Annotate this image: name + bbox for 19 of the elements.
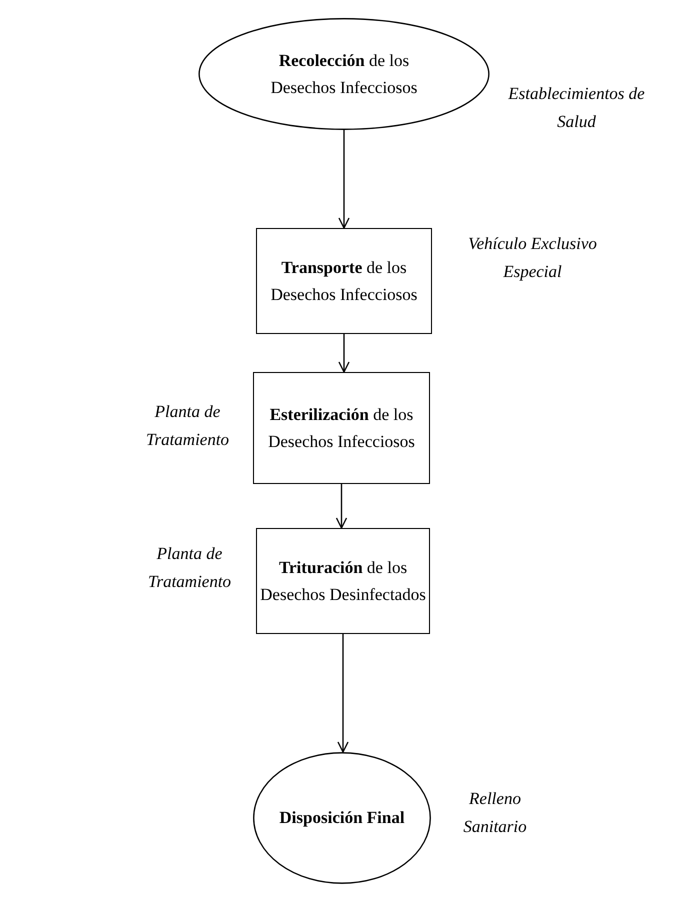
terminal-ellipse — [198, 18, 490, 130]
process-box — [256, 228, 432, 334]
process-box — [253, 372, 430, 484]
arrow — [338, 130, 350, 229]
process-box — [256, 528, 430, 634]
node-caption: Planta de Tratamiento — [144, 401, 230, 452]
terminal-ellipse — [253, 752, 431, 884]
node-caption: Vehículo Exclusivo Especial — [467, 233, 598, 284]
arrow — [337, 634, 349, 753]
node-text: Esterilización de los Desechos Infecciosos — [267, 404, 416, 453]
node-text: Trituración de los Desechos Desinfectados — [259, 556, 427, 606]
node-caption: Establecimientos de Salud — [507, 83, 646, 134]
node-caption: Relleno Sanitario — [462, 788, 528, 838]
arrow — [338, 334, 350, 373]
node-text: Transporte de los Desechos Infecciosos — [270, 256, 418, 306]
node-caption: Planta de Tratamiento — [146, 543, 232, 594]
node-text: Recolección de los Desechos Infecciosos — [270, 50, 418, 99]
node-text: Disposición Final — [278, 807, 406, 830]
arrow — [336, 484, 348, 529]
